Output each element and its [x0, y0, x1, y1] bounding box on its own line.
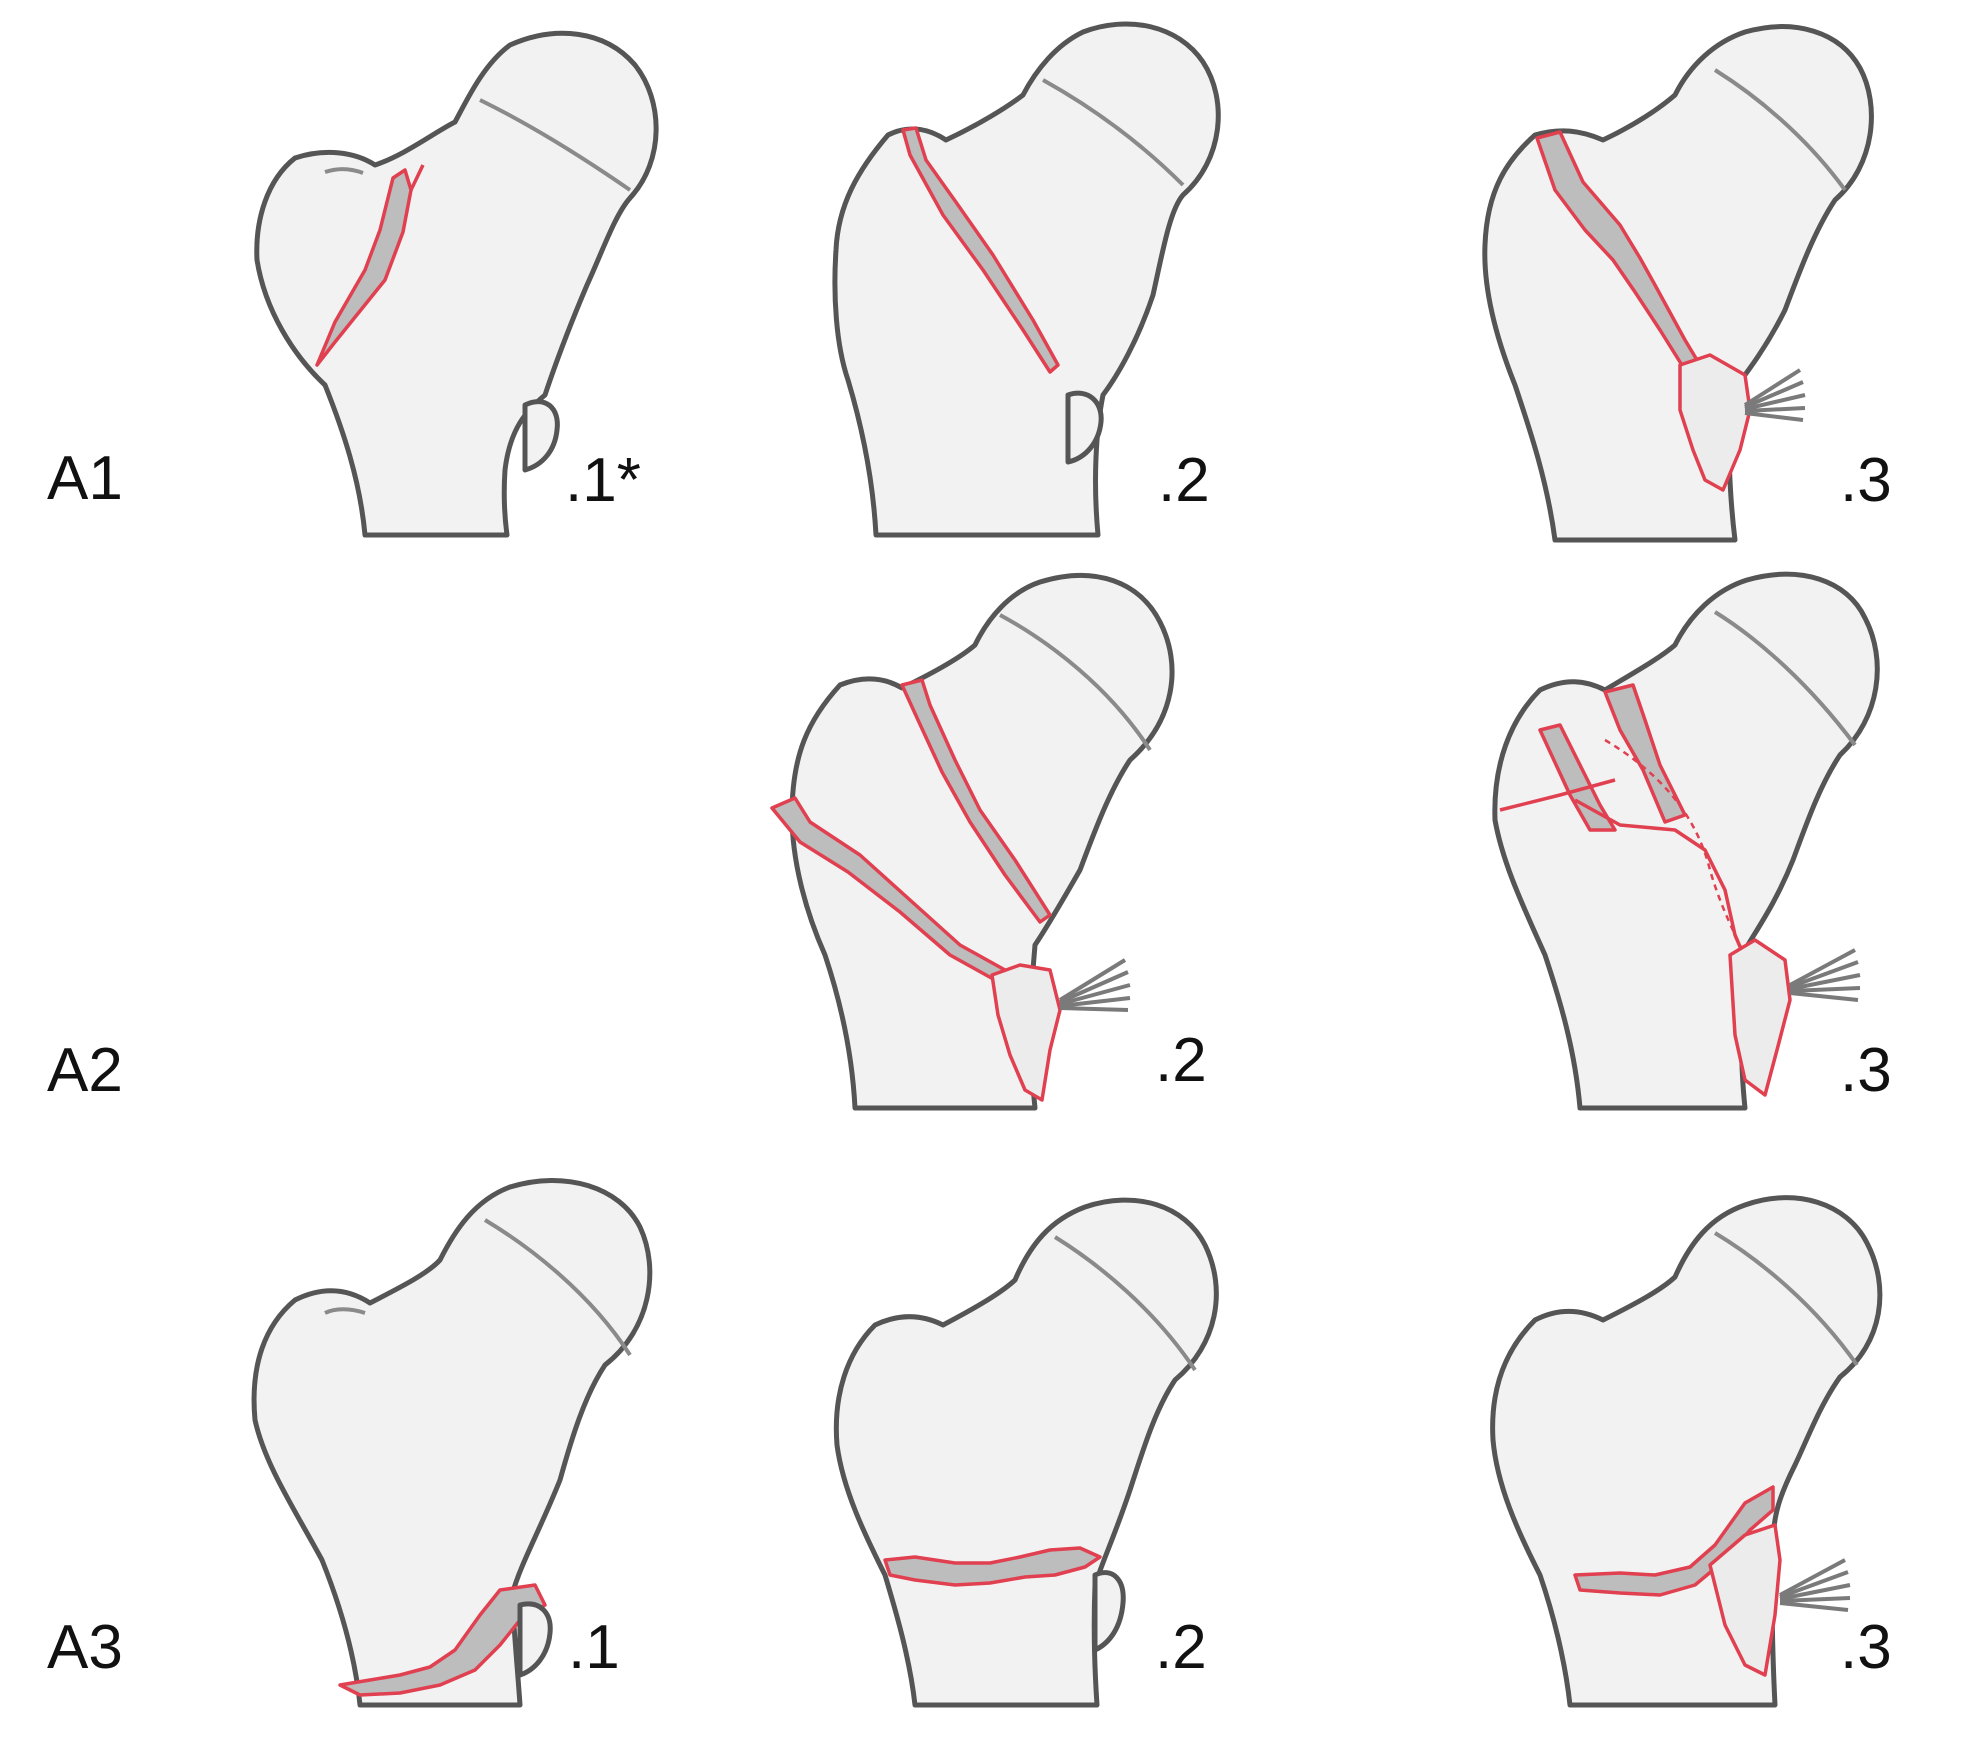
subtype-label: .1 [568, 1613, 620, 1682]
subtype-label: .1* [565, 446, 641, 515]
panel-a2-3: .3 [1455, 560, 1935, 1115]
subtype-label: .2 [1155, 1026, 1207, 1095]
panel-a1-2: .2 [818, 10, 1268, 545]
subtype-label: .2 [1158, 446, 1210, 515]
panel-a1-1: .1* [225, 10, 695, 545]
panel-a1-3: .3 [1455, 10, 1935, 550]
femur-illustration [1492, 571, 1880, 1111]
panel-a3-3: .3 [1455, 1165, 1935, 1720]
subtype-label: .3 [1840, 446, 1892, 515]
muscle-attachment-icon [1743, 368, 1806, 422]
row-label-a1: A1 [47, 444, 123, 513]
femur-illustration [1490, 1195, 1883, 1708]
femur-illustration [251, 1178, 653, 1708]
femur-illustration [254, 30, 659, 538]
muscle-attachment-icon [1058, 958, 1131, 1012]
panel-a2-2: .2 [730, 560, 1270, 1115]
subtype-label: .3 [1840, 1036, 1892, 1105]
row-label-a3: A3 [47, 1613, 123, 1682]
subtype-label: .3 [1840, 1613, 1892, 1682]
femur-illustration [1482, 24, 1874, 543]
femur-illustration [832, 21, 1221, 538]
femur-illustration [833, 1197, 1219, 1708]
panel-a3-1: .1 [200, 1165, 700, 1720]
muscle-attachment-icon [1779, 1558, 1851, 1612]
row-label-a2: A2 [47, 1036, 123, 1105]
panel-a3-2: .2 [775, 1165, 1265, 1720]
muscle-attachment-icon [1789, 948, 1861, 1002]
subtype-label: .2 [1155, 1613, 1207, 1682]
femur-illustration [770, 573, 1175, 1111]
